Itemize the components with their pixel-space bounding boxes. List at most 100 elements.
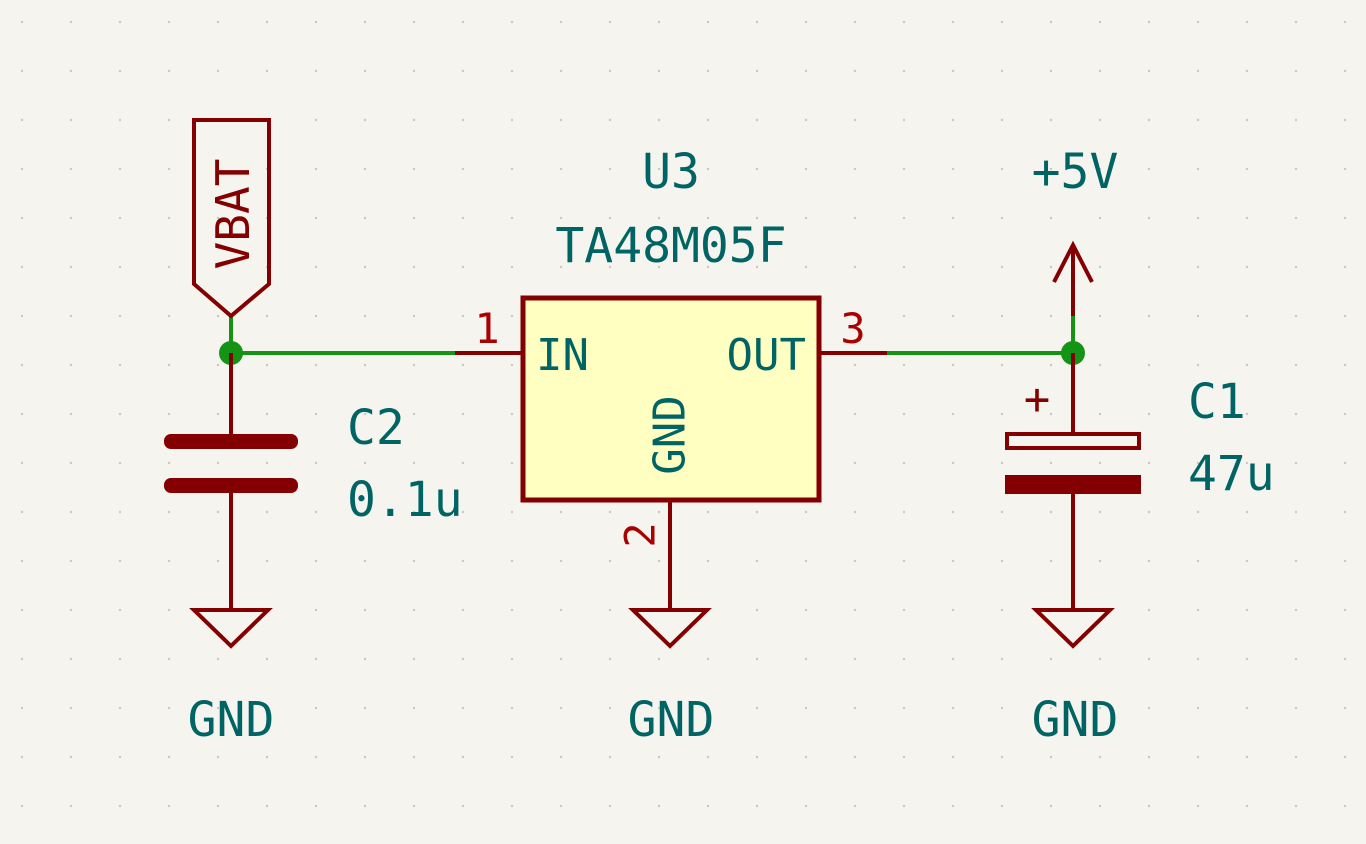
grid-dot — [951, 804, 955, 808]
grid-dot — [1049, 461, 1053, 465]
grid-dot — [902, 20, 906, 24]
grid-dot — [1294, 216, 1298, 220]
grid-dot — [1000, 657, 1004, 661]
grid-dot — [314, 363, 318, 367]
grid-dot — [69, 755, 73, 759]
grid-dot — [1294, 510, 1298, 514]
grid-dot — [461, 20, 465, 24]
grid-dot — [314, 804, 318, 808]
grid-dot — [1196, 755, 1200, 759]
grid-dot — [559, 706, 563, 710]
grid-dot — [902, 755, 906, 759]
grid-dot — [657, 167, 661, 171]
grid-dot — [314, 608, 318, 612]
grid-dot — [608, 755, 612, 759]
grid-dot — [608, 69, 612, 73]
gnd-left-label: GND — [188, 692, 275, 748]
grid-dot — [951, 510, 955, 514]
grid-dot — [951, 167, 955, 171]
grid-dot — [118, 167, 122, 171]
grid-dot — [951, 363, 955, 367]
grid-dot — [20, 412, 24, 416]
grid-dot — [69, 706, 73, 710]
u3-pin-name-in: IN — [536, 330, 589, 381]
grid-dot — [510, 363, 514, 367]
grid-dot — [608, 265, 612, 269]
grid-dot — [69, 216, 73, 220]
grid-dot — [363, 706, 367, 710]
grid-dot — [363, 118, 367, 122]
grid-dot — [1049, 265, 1053, 269]
grid-dot — [657, 265, 661, 269]
grid-dot — [1196, 510, 1200, 514]
grid-dot — [461, 363, 465, 367]
grid-dot — [265, 20, 269, 24]
grid-dot — [118, 412, 122, 416]
grid-dot — [804, 657, 808, 661]
grid-dot — [363, 412, 367, 416]
grid-dot — [559, 657, 563, 661]
grid-dot — [1245, 510, 1249, 514]
grid-dot — [902, 118, 906, 122]
grid-dot — [1098, 20, 1102, 24]
grid-dot — [167, 755, 171, 759]
gnd-symbol-center[interactable] — [628, 608, 712, 649]
grid-dot — [902, 510, 906, 514]
gnd-symbol-right[interactable] — [1031, 608, 1115, 649]
grid-dot — [510, 559, 514, 563]
grid-dot — [510, 314, 514, 318]
grid-dot — [1196, 118, 1200, 122]
grid-dot — [69, 559, 73, 563]
grid-dot — [265, 559, 269, 563]
gnd-symbol-left[interactable] — [189, 608, 273, 649]
grid-dot — [412, 755, 416, 759]
grid-dot — [69, 265, 73, 269]
grid-dot — [902, 69, 906, 73]
grid-dot — [1049, 20, 1053, 24]
regulator-u3[interactable]: IN OUT GND 1 3 2 — [455, 295, 887, 610]
grid-dot — [167, 461, 171, 465]
grid-dot — [804, 510, 808, 514]
grid-dot — [1294, 804, 1298, 808]
grid-dot — [559, 265, 563, 269]
grid-dot — [951, 755, 955, 759]
grid-dot — [706, 755, 710, 759]
grid-dot — [755, 510, 759, 514]
capacitor-c2[interactable] — [164, 353, 298, 610]
grid-dot — [1147, 461, 1151, 465]
gnd-left-triangle — [189, 608, 273, 649]
grid-dot — [657, 118, 661, 122]
grid-dot — [706, 657, 710, 661]
grid-dot — [118, 216, 122, 220]
grid-dot — [755, 706, 759, 710]
grid-dot — [1098, 461, 1102, 465]
grid-dot — [1147, 755, 1151, 759]
grid-dot — [461, 461, 465, 465]
capacitor-c1[interactable]: + — [1005, 353, 1141, 610]
grid-dot — [1049, 510, 1053, 514]
grid-dot — [1343, 804, 1347, 808]
grid-dot — [1294, 118, 1298, 122]
grid-dot — [69, 20, 73, 24]
grid-dot — [461, 314, 465, 318]
grid-dot — [1343, 265, 1347, 269]
grid-dot — [853, 510, 857, 514]
grid-dot — [1049, 363, 1053, 367]
grid-dot — [314, 167, 318, 171]
grid-dot — [363, 265, 367, 269]
grid-dot — [1000, 559, 1004, 563]
grid-dot — [559, 216, 563, 220]
grid-dot — [951, 20, 955, 24]
grid-dot — [167, 314, 171, 318]
grid-dot — [853, 559, 857, 563]
grid-dot — [510, 412, 514, 416]
vbat-net-label[interactable]: VBAT — [192, 118, 271, 319]
grid-dot — [167, 167, 171, 171]
grid-dot — [1294, 412, 1298, 416]
power-symbol-5v[interactable] — [1052, 240, 1094, 316]
grid-dot — [608, 608, 612, 612]
grid-dot — [706, 804, 710, 808]
grid-dot — [461, 510, 465, 514]
grid-dot — [461, 167, 465, 171]
grid-dot — [1196, 20, 1200, 24]
